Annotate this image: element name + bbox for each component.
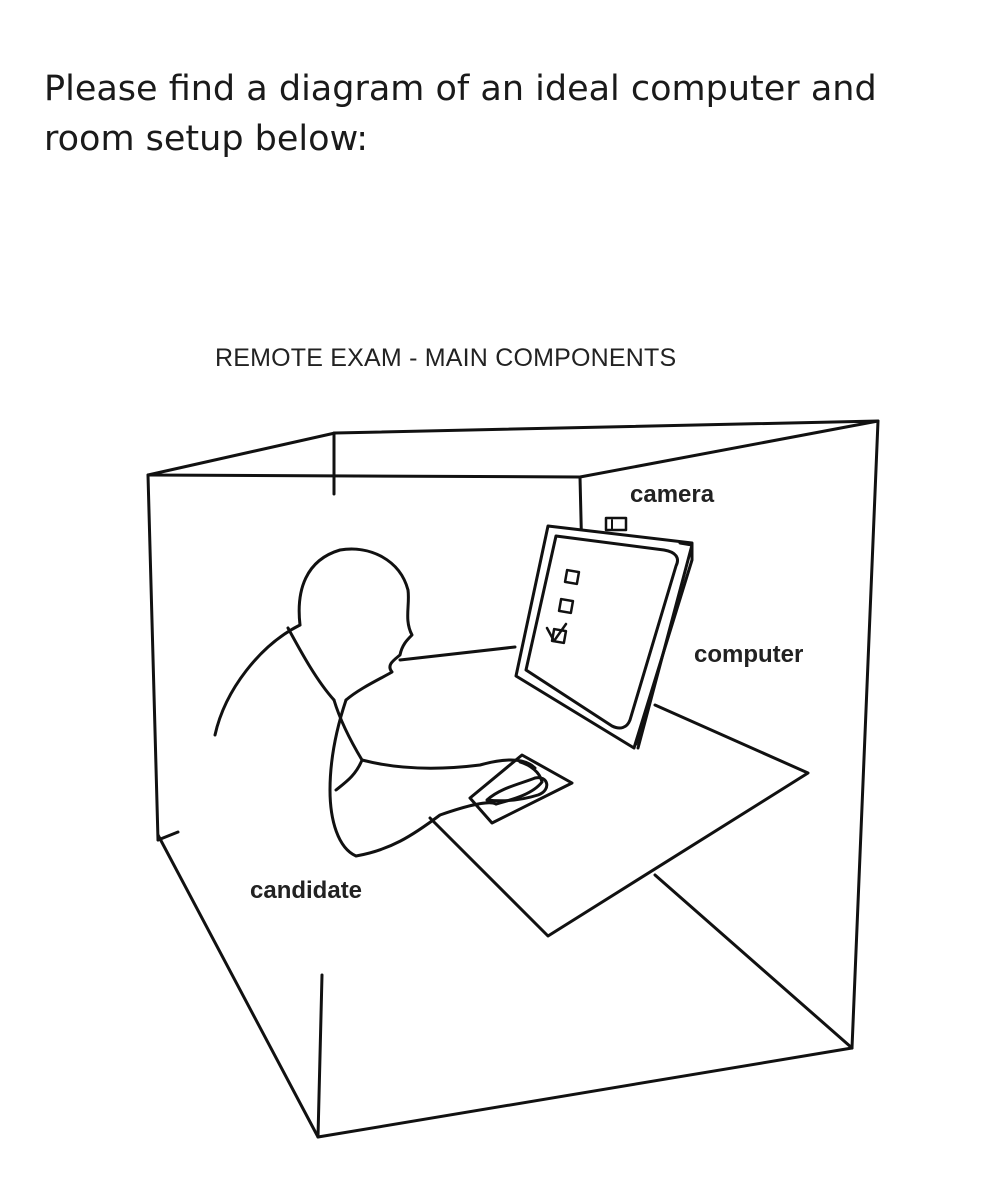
camera-label: camera xyxy=(630,481,714,509)
room-floor-diagonal xyxy=(655,875,852,1048)
candidate-arm xyxy=(330,700,496,856)
monitor-outer-frame xyxy=(516,526,692,748)
room-corner-tick xyxy=(158,832,178,840)
room-top-edges xyxy=(148,421,878,477)
room-front-left-edge xyxy=(148,475,158,840)
candidate-back xyxy=(215,625,300,735)
camera-icon xyxy=(606,518,626,530)
room-right-edge xyxy=(852,421,878,1048)
candidate-shirt xyxy=(334,700,362,790)
monitor xyxy=(516,526,692,748)
computer-label: computer xyxy=(694,641,803,669)
candidate-label: candidate xyxy=(250,877,362,905)
candidate-collar xyxy=(288,628,334,700)
candidate-figure xyxy=(215,549,542,856)
room-floor-left-post xyxy=(318,975,322,1137)
room-box xyxy=(148,421,878,1137)
